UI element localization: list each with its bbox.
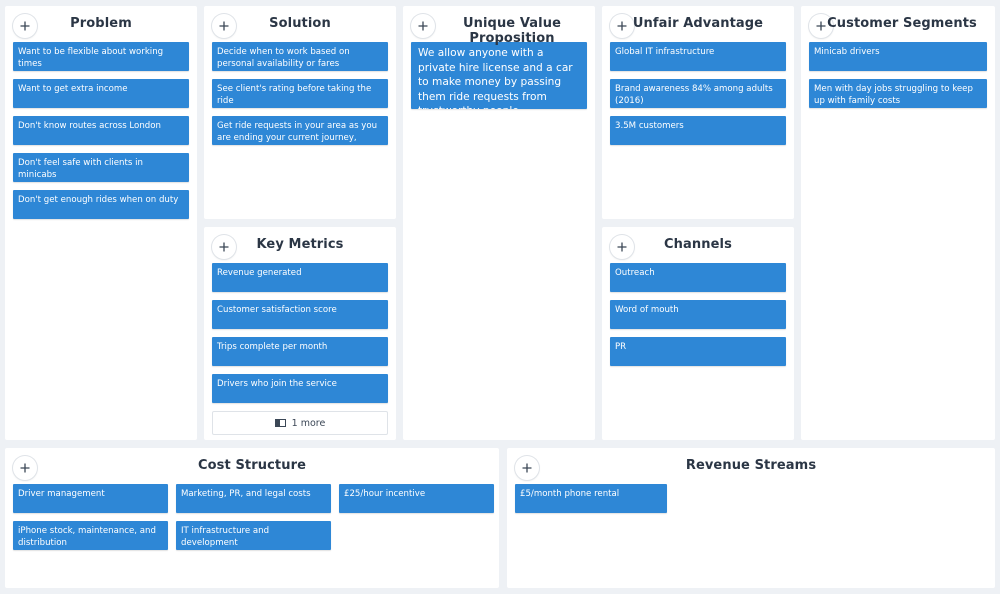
add-card-button[interactable] [212,235,236,259]
card[interactable]: Brand awareness 84% among adults (2016) [610,79,786,108]
plus-icon [418,21,428,31]
panel-title: Unique Value Proposition [462,16,562,46]
card[interactable]: Don't know routes across London [13,116,189,145]
panel-customer-segments: Customer Segments Minicab drivers Men wi… [801,6,995,440]
panel-header: Revenue Streams [507,448,995,484]
plus-icon [617,242,627,252]
card[interactable]: 3.5M customers [610,116,786,145]
panel-title: Solution [269,16,331,31]
card[interactable]: Outreach [610,263,786,292]
panel-title: Channels [664,237,732,252]
panel-title: Key Metrics [256,237,344,252]
panel-title: Revenue Streams [685,458,817,473]
add-card-button[interactable] [809,14,833,38]
card[interactable]: Customer satisfaction score [212,300,388,329]
card[interactable]: Revenue generated [212,263,388,292]
panel-header: Customer Segments [801,6,995,42]
card-list: Decide when to work based on personal av… [204,42,396,145]
card[interactable]: IT infrastructure and development [176,521,331,550]
card[interactable]: Men with day jobs struggling to keep up … [809,79,987,108]
panel-revenue-streams: Revenue Streams £5/month phone rental [507,448,995,588]
card[interactable]: Global IT infrastructure [610,42,786,71]
card-list: We allow anyone with a private hire lice… [403,42,595,109]
sidebar-panel-icon [274,419,286,427]
panel-header: Solution [204,6,396,42]
panel-solution: Solution Decide when to work based on pe… [204,6,396,219]
panel-title: Unfair Advantage [632,16,764,31]
plus-icon [20,21,30,31]
card[interactable]: Word of mouth [610,300,786,329]
panel-header: Unfair Advantage [602,6,794,42]
card[interactable]: Don't get enough rides when on duty [13,190,189,219]
add-card-button[interactable] [515,456,539,480]
plus-icon [617,21,627,31]
show-more-button[interactable]: 1 more [212,411,388,435]
plus-icon [219,21,229,31]
card[interactable]: Don't feel safe with clients in minicabs [13,153,189,182]
card[interactable]: Decide when to work based on personal av… [212,42,388,71]
panel-title: Cost Structure [198,458,306,473]
plus-icon [816,21,826,31]
panel-title: Customer Segments [827,16,977,31]
card-list: Minicab drivers Men with day jobs strugg… [801,42,995,108]
add-card-button[interactable] [610,14,634,38]
add-card-button[interactable] [610,235,634,259]
panel-header: Key Metrics [204,227,396,263]
card[interactable]: Trips complete per month [212,337,388,366]
card-grid: £5/month phone rental [507,484,995,513]
add-card-button[interactable] [13,456,37,480]
plus-icon [20,463,30,473]
plus-icon [219,242,229,252]
card[interactable]: Minicab drivers [809,42,987,71]
panel-cost-structure: Cost Structure Driver management Marketi… [5,448,499,588]
card[interactable]: Marketing, PR, and legal costs [176,484,331,513]
card-list: Revenue generated Customer satisfaction … [204,263,396,435]
panel-header: Unique Value Proposition [403,6,595,46]
card[interactable]: Drivers who join the service [212,374,388,403]
card[interactable]: £25/hour incentive [339,484,494,513]
card[interactable]: Driver management [13,484,168,513]
panel-title: Problem [70,16,132,31]
plus-icon [522,463,532,473]
card[interactable]: £5/month phone rental [515,484,667,513]
panel-key-metrics: Key Metrics Revenue generated Customer s… [204,227,396,440]
card[interactable]: Want to get extra income [13,79,189,108]
card[interactable]: iPhone stock, maintenance, and distribut… [13,521,168,550]
panel-unfair-advantage: Unfair Advantage Global IT infrastructur… [602,6,794,219]
add-card-button[interactable] [13,14,37,38]
card-list: Want to be flexible about working times … [5,42,197,219]
panel-header: Cost Structure [5,448,499,484]
panel-header: Problem [5,6,197,42]
card[interactable]: Want to be flexible about working times [13,42,189,71]
add-card-button[interactable] [212,14,236,38]
card[interactable]: Get ride requests in your area as you ar… [212,116,388,145]
show-more-label: 1 more [291,417,326,429]
card[interactable]: We allow anyone with a private hire lice… [411,42,587,109]
card[interactable]: See client's rating before taking the ri… [212,79,388,108]
card-grid: Driver management Marketing, PR, and leg… [5,484,499,550]
card-list: Global IT infrastructure Brand awareness… [602,42,794,145]
card-list: Outreach Word of mouth PR [602,263,794,366]
card[interactable]: PR [610,337,786,366]
panel-header: Channels [602,227,794,263]
add-card-button[interactable] [411,14,435,38]
panel-channels: Channels Outreach Word of mouth PR [602,227,794,440]
panel-unique-value-proposition: Unique Value Proposition We allow anyone… [403,6,595,440]
panel-problem: Problem Want to be flexible about workin… [5,6,197,440]
